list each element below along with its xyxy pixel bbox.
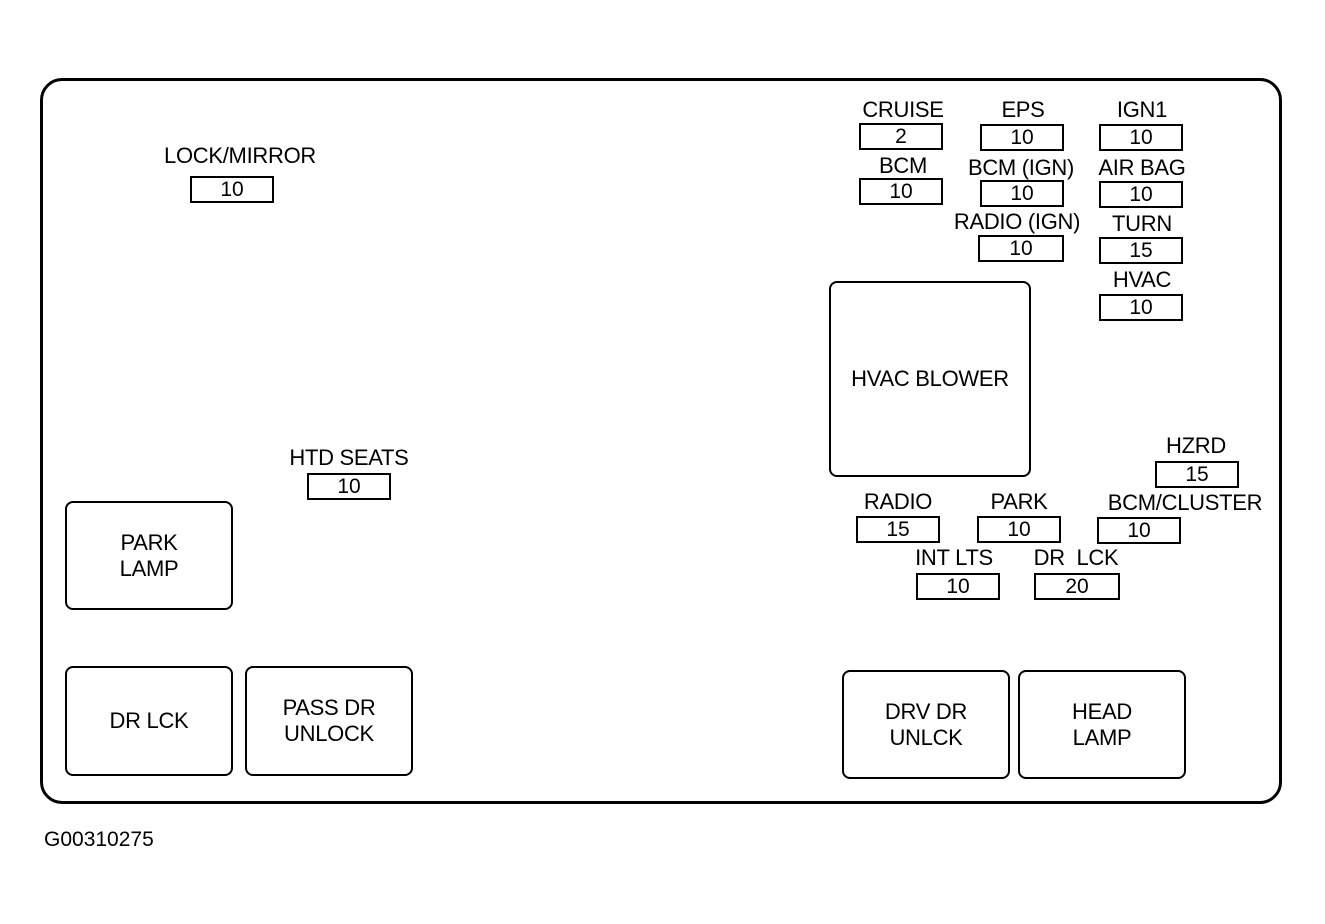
fuse-label-cruise: CRUISE [862,97,944,122]
fuse-radio: 15 [856,516,940,543]
fuse-label-air-bag: AIR BAG [1098,155,1186,180]
fuse-label-lock-mirror: LOCK/MIRROR [164,143,316,168]
fuse-label-bcm: BCM [879,153,927,178]
fuse-bcm: 10 [859,178,943,205]
fuse-panel-outline [40,78,1282,804]
fuse-label-ign1: IGN1 [1116,97,1168,122]
fuse-dr-lck: 20 [1034,573,1120,600]
fuse-bcm-ign: 10 [980,180,1064,207]
fuse-air-bag: 10 [1099,181,1183,208]
figure-id: G00310275 [44,828,154,851]
fuse-label-int-lts: INT LTS [915,545,993,570]
fuse-lock-mirror: 10 [190,176,274,203]
relay-dr-lck: DR LCK [65,666,233,776]
fuse-label-bcm-cluster: BCM/CLUSTER [1107,490,1263,515]
fuse-hzrd: 15 [1155,461,1239,488]
fuse-label-bcm-ign: BCM (IGN) [967,155,1075,180]
fuse-label-eps: EPS [1001,97,1045,122]
relay-drv-dr-unlck: DRV DR UNLCK [842,670,1010,779]
fuse-cruise: 2 [859,123,943,150]
fuse-label-htd-seats: HTD SEATS [289,445,409,470]
fuse-label-turn: TURN [1112,211,1172,236]
fuse-label-hzrd: HZRD [1166,433,1226,458]
fuse-label-park: PARK [990,489,1048,514]
fuse-bcm-cluster: 10 [1097,517,1181,544]
fuse-ign1: 10 [1099,124,1183,151]
relay-park-lamp: PARK LAMP [65,501,233,610]
fuse-label-radio: RADIO [863,489,933,514]
fuse-radio-ign: 10 [978,235,1064,262]
fuse-turn: 15 [1099,237,1183,264]
fuse-label-radio-ign: RADIO (IGN) [953,209,1081,234]
relay-pass-dr-unlock: PASS DR UNLOCK [245,666,413,776]
fuse-hvac: 10 [1099,294,1183,321]
fuse-label-dr-lck: DR LCK [1033,545,1119,570]
fuse-label-hvac: HVAC [1112,267,1172,292]
fuse-park: 10 [977,516,1061,543]
relay-head-lamp: HEAD LAMP [1018,670,1186,779]
fuse-eps: 10 [980,124,1064,151]
relay-hvac-blower: HVAC BLOWER [829,281,1031,477]
fuse-int-lts: 10 [916,573,1000,600]
fuse-htd-seats: 10 [307,473,391,500]
